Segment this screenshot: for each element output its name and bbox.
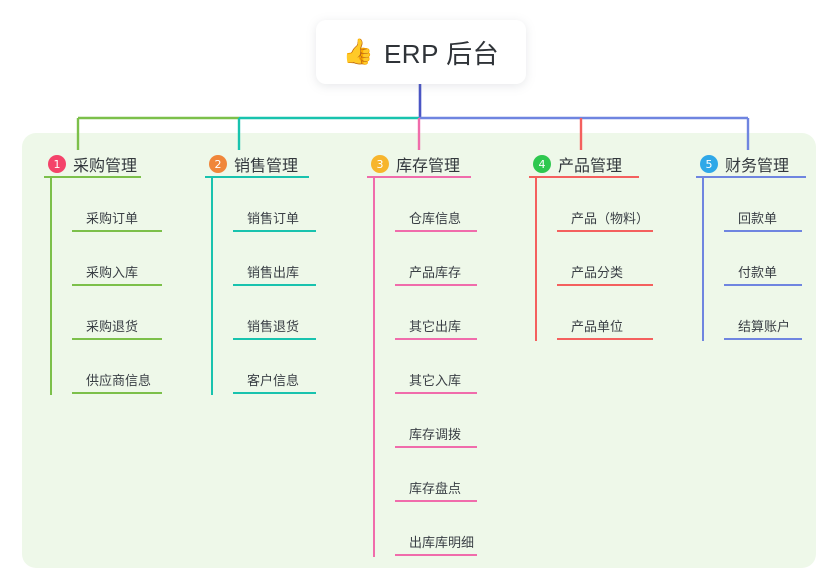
leaf-label: 仓库信息 [409,211,462,226]
leaf-underline [233,338,316,340]
leaf-underline [233,392,316,394]
branch-spine-4 [535,178,537,341]
leaf-underline [233,230,316,232]
root-node[interactable]: 👍 ERP 后台 [316,20,526,84]
branch-underline-5 [696,176,806,178]
leaf-underline [724,230,802,232]
leaf-underline [395,392,477,394]
leaf-node[interactable]: 销售订单 [233,206,316,232]
branch-label-2: 销售管理 [234,158,299,175]
leaf-node[interactable]: 采购入库 [72,260,162,286]
leaf-underline [557,284,653,286]
leaf-label: 销售退货 [247,319,300,334]
branch-underline-1 [44,176,141,178]
branch-underline-4 [529,176,639,178]
leaf-underline [395,284,477,286]
leaf-label: 产品（物料） [571,211,650,226]
leaf-label: 库存调拨 [409,427,462,442]
leaf-node[interactable]: 采购退货 [72,314,162,340]
leaf-node[interactable]: 客户信息 [233,368,316,394]
leaf-label: 供应商信息 [86,373,152,388]
leaf-label: 采购订单 [86,211,139,226]
leaf-node[interactable]: 仓库信息 [395,206,477,232]
branch-badge-1: 1 [48,155,66,173]
branch-spine-1 [50,178,52,395]
branch-header-3[interactable]: 3 库存管理 [371,152,460,176]
diagram-panel [22,133,816,568]
branch-label-4: 产品管理 [558,158,623,175]
leaf-node[interactable]: 库存盘点 [395,476,477,502]
leaf-label: 客户信息 [247,373,300,388]
leaf-underline [395,446,477,448]
branch-spine-5 [702,178,704,341]
leaf-label: 产品库存 [409,265,462,280]
leaf-underline [72,284,162,286]
branch-badge-5: 5 [700,155,718,173]
branch-label-1: 采购管理 [73,158,138,175]
leaf-node[interactable]: 产品分类 [557,260,653,286]
branch-header-1[interactable]: 1 采购管理 [48,152,137,176]
leaf-node[interactable]: 库存调拨 [395,422,477,448]
leaf-label: 产品分类 [571,265,624,280]
leaf-node[interactable]: 销售出库 [233,260,316,286]
leaf-label: 付款单 [738,265,778,280]
leaf-node[interactable]: 出库库明细 [395,530,477,556]
leaf-label: 回款单 [738,211,778,226]
leaf-label: 销售订单 [247,211,300,226]
leaf-label: 采购退货 [86,319,139,334]
branch-label-5: 财务管理 [725,158,790,175]
branch-header-2[interactable]: 2 销售管理 [209,152,298,176]
branch-label-3: 库存管理 [396,158,461,175]
leaf-label: 结算账户 [738,319,791,334]
branch-underline-2 [205,176,309,178]
branch-underline-3 [367,176,471,178]
leaf-underline [395,338,477,340]
leaf-node[interactable]: 产品单位 [557,314,653,340]
leaf-underline [395,554,477,556]
leaf-node[interactable]: 结算账户 [724,314,802,340]
branch-header-5[interactable]: 5 财务管理 [700,152,789,176]
leaf-node[interactable]: 采购订单 [72,206,162,232]
leaf-underline [395,230,477,232]
branch-spine-2 [211,178,213,395]
leaf-node[interactable]: 产品（物料） [557,206,653,232]
thumbs-up-icon: 👍 [342,37,374,66]
leaf-node[interactable]: 其它出库 [395,314,477,340]
leaf-label: 采购入库 [86,265,139,280]
leaf-node[interactable]: 其它入库 [395,368,477,394]
leaf-underline [72,230,162,232]
branch-badge-3: 3 [371,155,389,173]
leaf-underline [557,338,653,340]
branch-spine-3 [373,178,375,557]
leaf-underline [557,230,653,232]
leaf-node[interactable]: 供应商信息 [72,368,162,394]
leaf-underline [724,338,802,340]
leaf-label: 产品单位 [571,319,624,334]
branch-badge-4: 4 [533,155,551,173]
leaf-label: 其它出库 [409,319,462,334]
leaf-label: 出库库明细 [409,535,475,550]
leaf-underline [72,338,162,340]
leaf-label: 销售出库 [247,265,300,280]
leaf-underline [395,500,477,502]
leaf-node[interactable]: 产品库存 [395,260,477,286]
root-title: ERP 后台 [383,38,500,69]
leaf-node[interactable]: 销售退货 [233,314,316,340]
leaf-label: 库存盘点 [409,481,462,496]
branch-header-4[interactable]: 4 产品管理 [533,152,622,176]
branch-badge-2: 2 [209,155,227,173]
leaf-node[interactable]: 回款单 [724,206,802,232]
leaf-underline [72,392,162,394]
leaf-underline [724,284,802,286]
leaf-label: 其它入库 [409,373,462,388]
leaf-underline [233,284,316,286]
leaf-node[interactable]: 付款单 [724,260,802,286]
